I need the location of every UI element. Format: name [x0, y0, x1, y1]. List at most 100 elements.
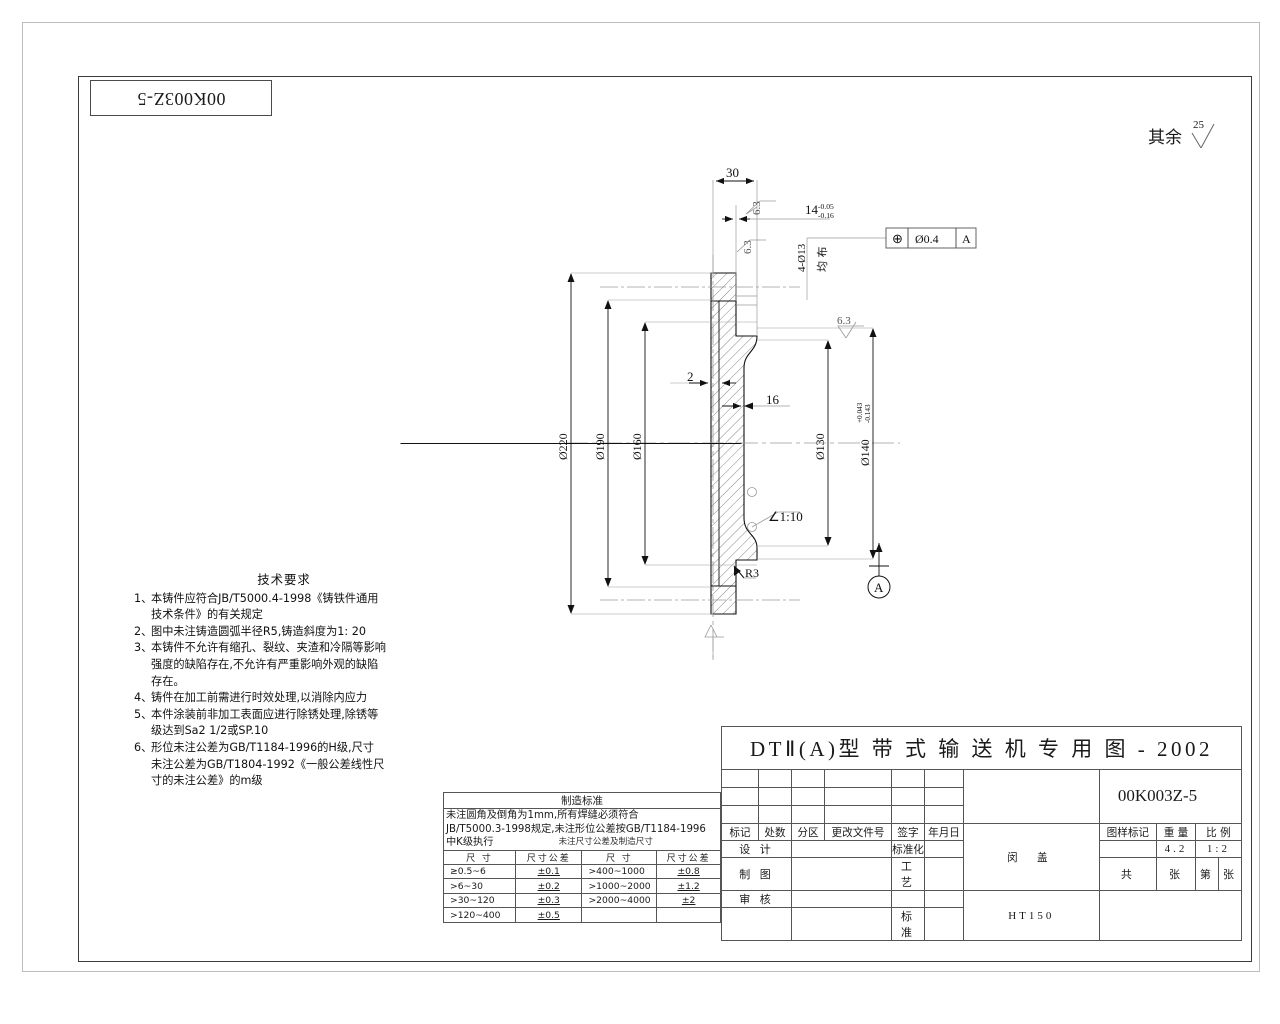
- revision-header-row: 标记 处数 分区 更改文件号 签字 年月日 闵 盖 图样标记 重 量 比 例: [721, 823, 1243, 891]
- material-value: HT150: [963, 890, 1100, 941]
- tech-item-number: 1、: [134, 591, 153, 605]
- right-header-cell: 比 例: [1194, 823, 1243, 841]
- role-row: 审 核 HT150: [721, 890, 1243, 941]
- dim-dia-220: Ø220: [556, 433, 570, 460]
- mfg-cell: ±0.3: [515, 892, 583, 909]
- mfg-cell: ±2: [656, 892, 721, 909]
- revision-header-cell: 年月日: [924, 823, 964, 841]
- tech-item-line: 图中未注铸造圆弧半径R5,铸造斜度为1: 20: [151, 624, 366, 638]
- remainder-roughness-value: 25: [1193, 119, 1204, 131]
- mfg-cell: ±1.2: [656, 878, 721, 894]
- mfg-cell: >1000~2000: [581, 878, 658, 894]
- revision-header-cell: 更改文件号: [824, 823, 892, 841]
- dim-thickness-14: 14: [805, 202, 819, 217]
- mfg-title: 制造标准: [443, 792, 721, 809]
- tech-item: 5、本件涂装前非加工表面应进行除锈处理,除锈等: [134, 707, 434, 724]
- role-row: 制 图 工 艺 共 张 第 张: [721, 857, 1243, 891]
- tech-item-line: 本件涂装前非加工表面应进行除锈处理,除锈等: [151, 707, 379, 721]
- revision-header-cell: 分区: [791, 823, 825, 841]
- sheet-outer-border: [22, 22, 1260, 972]
- role-row: 标 准: [721, 907, 1242, 941]
- tech-item-line: 寸的未注公差》的m级: [151, 774, 263, 788]
- role-row: 设 计 标准化 4.2 1:2: [721, 840, 1243, 858]
- dim-rib-2: 2: [687, 369, 694, 384]
- technical-requirements: 技术要求 1、本铸件应符合JB/T5000.4-1998《铸铁件通用 技术条件》…: [134, 572, 434, 790]
- role-right: 标 准: [891, 907, 925, 941]
- role-right: 工 艺: [891, 857, 925, 891]
- datum-label-a: A: [874, 580, 884, 595]
- mfg-paragraph-line: JB/T5000.3-1998规定,未注形位公差按GB/T1184-1996: [446, 823, 706, 835]
- dim-14-tol-upper: -0.05: [818, 202, 834, 211]
- role-right: 标准化: [891, 840, 925, 858]
- dim-dia-190: Ø190: [593, 433, 607, 460]
- tech-item-number: 6、: [134, 740, 153, 754]
- gtol-value: Ø0.4: [915, 232, 939, 246]
- tech-item-line: 铸件在加工前需进行时效处理,以消除内应力: [151, 691, 368, 705]
- sheet-index-unit: 张: [1217, 857, 1243, 891]
- right-header-cell: 重 量: [1156, 823, 1196, 841]
- role-right: [891, 890, 925, 908]
- tech-item-line: 技术条件》的有关规定: [151, 608, 263, 622]
- dim-dia-160: Ø160: [630, 433, 644, 460]
- tech-item: 2、图中未注铸造圆弧半径R5,铸造斜度为1: 20: [134, 624, 434, 641]
- dim-hole-distribution: 均 布: [816, 247, 829, 273]
- mfg-cell: [656, 907, 721, 923]
- role-left: 制 图: [721, 857, 792, 891]
- dim-hole-note: 4-Ø13: [796, 243, 808, 272]
- dim-14-tol-lower: -0.16: [818, 211, 834, 220]
- mfg-table-row: ≥0.5~6 ±0.1 >400~1000 ±0.8: [442, 863, 721, 880]
- technical-requirements-title: 技术要求: [257, 572, 311, 587]
- role-left: 设 计: [721, 840, 792, 858]
- dim-width-30: 30: [726, 165, 739, 180]
- drawing-code-box: 00K003Z-5: [90, 80, 272, 116]
- gtol-datum: A: [962, 232, 971, 246]
- revision-header-cell: 签字: [891, 823, 925, 841]
- drawing-number: 00K003Z-5: [1117, 786, 1198, 805]
- mfg-cell: ≥0.5~6: [442, 863, 517, 880]
- mfg-header-cell: 尺寸公差: [656, 849, 721, 865]
- mfg-cell: ±0.5: [515, 907, 583, 923]
- mfg-table-row: >30~120 ±0.3 >2000~4000 ±2: [442, 892, 721, 909]
- sheet-total-unit: 张: [1156, 857, 1196, 891]
- tech-item-line: 本铸件不允许有缩孔、裂纹、夹渣和冷隔等影响: [151, 641, 386, 655]
- mfg-header-cell: 尺 寸: [442, 849, 517, 865]
- tech-item-line: 本铸件应符合JB/T5000.4-1998《铸铁件通用: [151, 591, 379, 605]
- weight-value: 4.2: [1156, 840, 1196, 858]
- mfg-paragraph-line: 未注圆角及倒角为1mm,所有焊缝必须符合: [446, 810, 639, 821]
- tech-item-number: 2、: [134, 624, 153, 638]
- tech-item-number: 5、: [134, 707, 153, 721]
- tech-item-line: 级达到Sa2 1/2或SP.10: [151, 724, 269, 738]
- title-block: DTⅡ(A)型 带 式 输 送 机 专 用 图 - 2002 标记 处数 分区: [721, 726, 1243, 941]
- remainder-roughness-note: 其余 25: [1148, 119, 1216, 148]
- title-block-main-title: DTⅡ(A)型 带 式 输 送 机 专 用 图 - 2002: [721, 726, 1242, 770]
- tech-item-line: 未注公差为GB/T1804-1992《一般公差线性尺: [151, 757, 385, 771]
- roughness-63-right: 6.3: [837, 315, 851, 327]
- mfg-cell: ±0.1: [515, 863, 583, 880]
- mfg-cell: >6~30: [442, 878, 517, 894]
- dim-dia-130: Ø130: [813, 433, 827, 460]
- dim-step-16: 16: [766, 392, 780, 407]
- sheet-inner-border: [78, 76, 1252, 962]
- mfg-header-cell: 尺寸公差: [515, 849, 583, 865]
- manufacturing-standard-table: 制造标准 未注圆角及倒角为1mm,所有焊缝必须符合 JB/T5000.3-199…: [442, 792, 721, 923]
- tech-item-number: 4、: [134, 691, 153, 705]
- dim-140-tol-lower: -0.143: [864, 404, 872, 423]
- roughness-63-mid: 6.3: [742, 240, 754, 254]
- mfg-cell: ±0.2: [515, 878, 583, 894]
- sheet-index-label: 第: [1194, 857, 1219, 891]
- mfg-cell: >30~120: [442, 892, 517, 909]
- dim-140-tol-upper: +0.043: [856, 402, 864, 423]
- tech-item: 6、形位未注公差为GB/T1184-1996的H级,尺寸: [134, 740, 434, 757]
- scale-value: 1:2: [1194, 840, 1243, 858]
- part-name: 闵 盖: [963, 823, 1100, 891]
- tech-item-line: 强度的缺陷存在,不允许有严重影响外观的缺陷: [151, 657, 379, 671]
- roughness-63-top: 6.3: [751, 201, 763, 215]
- mfg-header-cell: 尺 寸: [581, 849, 658, 865]
- revision-header-cell: 处数: [758, 823, 792, 841]
- mfg-cell: >2000~4000: [581, 892, 658, 909]
- roughness-symbol-remainder: 25: [1190, 119, 1216, 148]
- mfg-cell: >400~1000: [581, 863, 658, 880]
- mfg-table-row: >120~400 ±0.5: [442, 907, 721, 923]
